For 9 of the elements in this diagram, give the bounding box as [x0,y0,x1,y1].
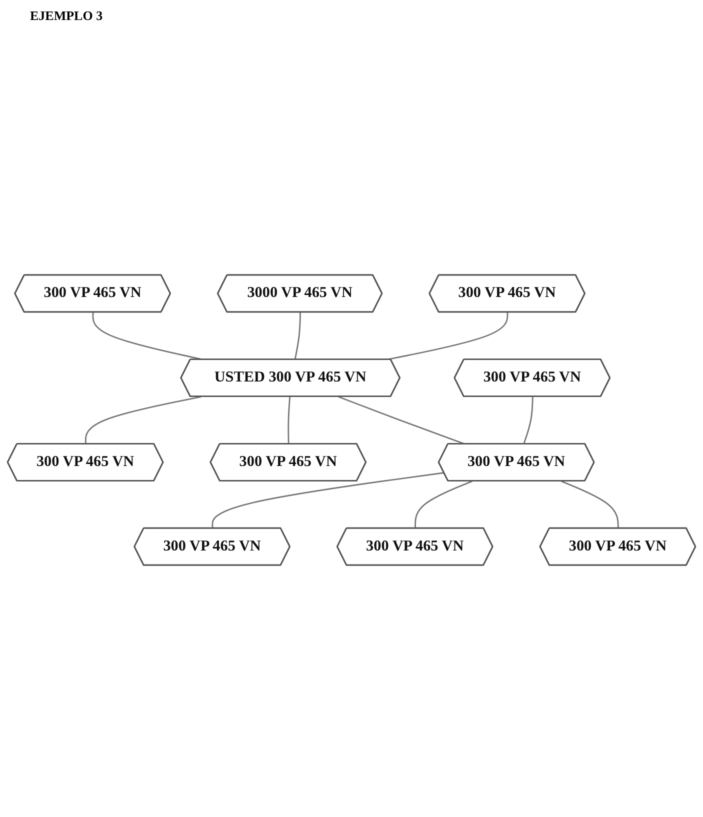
connector [288,396,291,444]
connector [414,480,473,529]
connector [523,396,534,444]
connector [294,312,301,360]
connector [560,480,619,529]
connector [212,472,444,529]
connector [84,396,202,444]
example-heading: EJEMPLO 3 [30,8,103,24]
connector [338,396,466,445]
